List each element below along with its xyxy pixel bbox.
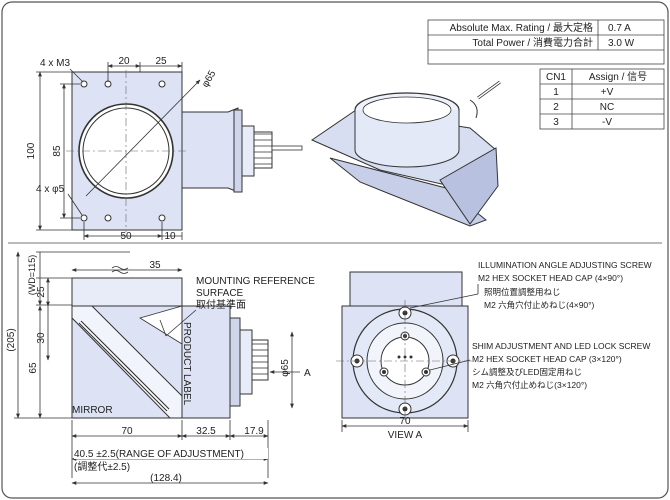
front-view: 20 25 4 x M3 φ65 100 85 4 x φ5 50 10 bbox=[26, 56, 303, 242]
rating-value-1: 3.0 W bbox=[608, 38, 635, 49]
front-dim-100: 100 bbox=[26, 142, 37, 159]
side-dim-32-5: 32.5 bbox=[196, 426, 216, 437]
iso-view bbox=[310, 80, 501, 227]
front-cable bbox=[271, 145, 303, 151]
front-dim-20: 20 bbox=[118, 56, 130, 67]
side-mount-ref-jp: 取付基準面 bbox=[196, 298, 246, 311]
rating-value-0: 0.7 A bbox=[608, 23, 631, 34]
viewa-dim-70: 70 bbox=[399, 416, 411, 427]
side-mount-ref-en: MOUNTING REFERENCE bbox=[196, 276, 315, 287]
side-dim-17-9: 17.9 bbox=[244, 426, 264, 437]
side-product-label: PRODUCT LABEL bbox=[181, 322, 192, 406]
front-hole-note: 4 x φ5 bbox=[36, 184, 65, 195]
side-dim-30: 30 bbox=[36, 332, 47, 344]
viewa-note1-l2: M2 HEX SOCKET HEAD CAP (4×90°) bbox=[478, 273, 623, 283]
front-dim-85: 85 bbox=[52, 145, 63, 157]
side-total: (128.4) bbox=[150, 473, 182, 484]
side-dim-70: 70 bbox=[121, 426, 133, 437]
cn1-pin-1: 1 bbox=[553, 87, 559, 98]
cn1-assign-2: NC bbox=[600, 102, 614, 113]
viewa-note2-l2: M2 HEX SOCKET HEAD CAP (3×120°) bbox=[472, 354, 622, 364]
front-dim-25: 25 bbox=[155, 56, 167, 67]
side-adjust-en: 40.5 ±2.5(RANGE OF ADJUSTMENT) bbox=[74, 449, 244, 460]
front-flange-edge bbox=[233, 109, 243, 193]
viewa-note1-l4: M2 六角穴付止めねじ(4×90°) bbox=[484, 300, 595, 310]
viewa-note1-l1: ILLUMINATION ANGLE ADJUSTING SCREW bbox=[478, 260, 652, 270]
side-mount-ref-en2: SURFACE bbox=[196, 288, 244, 299]
cn1-pin-2: 2 bbox=[553, 102, 559, 113]
viewa-note1-l3: 照明位置調整用ねじ bbox=[484, 287, 561, 297]
cn1-header-assign: Assign / 信号 bbox=[589, 71, 647, 83]
front-dim-10: 10 bbox=[164, 231, 176, 242]
rating-table: Absolute Max. Rating / 最大定格 0.7 A Total … bbox=[427, 19, 665, 65]
rating-label-0: Absolute Max. Rating / 最大定格 bbox=[450, 21, 593, 34]
viewa-title: VIEW A bbox=[388, 430, 423, 441]
view-a: 70 VIEW A ILLUMINATION ANGLE ADJUSTING S… bbox=[336, 260, 652, 441]
viewa-note2-l4: M2 六角穴付止めねじ(3×120°) bbox=[472, 380, 587, 390]
side-dim-25: 25 bbox=[36, 286, 47, 298]
cn1-table: CN1 Assign / 信号 1 +V 2 NC 3 -V bbox=[539, 68, 665, 130]
viewa-note2-l3: シム調整及びLED固定用ねじ bbox=[472, 367, 582, 377]
cn1-header-pin: CN1 bbox=[546, 72, 566, 83]
cn1-pin-3: 3 bbox=[553, 117, 559, 128]
front-connector bbox=[241, 125, 255, 177]
front-dim-50: 50 bbox=[120, 231, 132, 242]
cn1-assign-3: -V bbox=[602, 117, 612, 128]
side-arrow-a: A bbox=[304, 368, 311, 379]
front-flange bbox=[181, 107, 239, 193]
rating-label-1: Total Power / 消費電力合計 bbox=[472, 36, 593, 49]
side-dia: φ65 bbox=[280, 359, 291, 377]
side-dim-205: (205) bbox=[6, 328, 17, 351]
viewa-note2-l1: SHIM ADJUSTMENT AND LED LOCK SCREW bbox=[472, 341, 650, 351]
front-screw-note: 4 x M3 bbox=[40, 58, 70, 69]
side-mirror-label: MIRROR bbox=[72, 405, 113, 416]
side-view: (WD=115) 35 PRODUCT LABEL A φ65 MOUNTING… bbox=[6, 251, 315, 485]
front-dia-label: φ65 bbox=[200, 68, 219, 89]
side-adjust-jp: (調整代±2.5) bbox=[74, 460, 130, 473]
side-dim-65: 65 bbox=[28, 362, 39, 374]
side-wd: (WD=115) bbox=[27, 255, 37, 296]
cn1-assign-1: +V bbox=[601, 87, 614, 98]
side-dim-35: 35 bbox=[149, 260, 161, 271]
